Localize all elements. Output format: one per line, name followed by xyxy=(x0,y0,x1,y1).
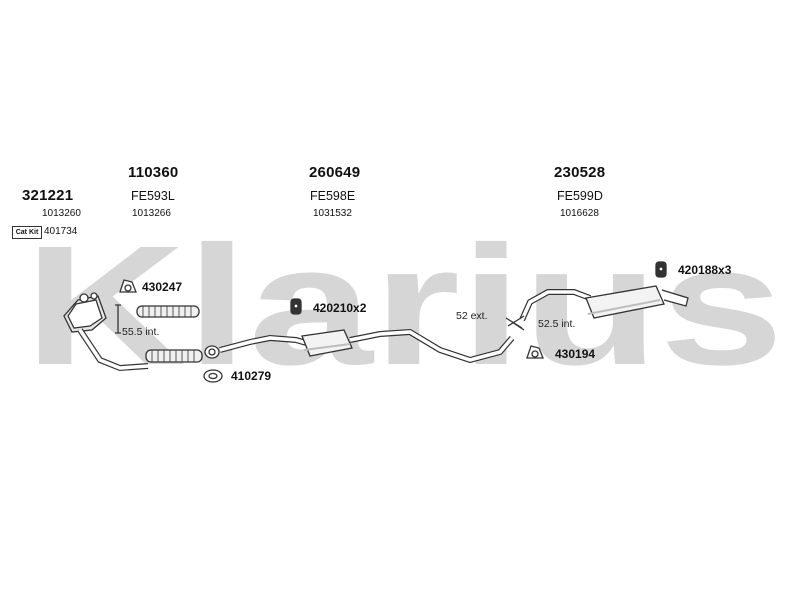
part-label-420188: 420188x3 xyxy=(678,263,732,277)
dimension-label-55-5: 55.5 int. xyxy=(122,326,160,338)
cat-kit-badge: Cat Kit xyxy=(12,226,42,239)
dimension-label-52-5: 52.5 int. xyxy=(538,318,576,330)
section-ref-1031532: 1031532 xyxy=(313,208,352,219)
dimension-label-52: 52 ext. xyxy=(456,310,488,322)
joint-sleeve-part xyxy=(204,345,220,359)
center-pipe-part xyxy=(219,328,515,364)
section-code-321221: 321221 xyxy=(22,187,74,204)
cat-kit-ref: 401734 xyxy=(44,226,78,237)
section-ref-1016628: 1016628 xyxy=(560,208,599,219)
part-label-420210: 420210x2 xyxy=(313,301,367,315)
part-label-430194: 430194 xyxy=(555,347,596,361)
section-ref-1013266: 1013266 xyxy=(132,208,171,219)
section-code-260649: 260649 xyxy=(309,164,361,181)
dimension-rod xyxy=(115,304,121,334)
klarius-watermark: Klarius xyxy=(24,211,784,401)
part-label-410279: 410279 xyxy=(231,369,272,383)
part-label-430247: 430247 xyxy=(142,280,183,294)
flex-pipe-lower-part xyxy=(145,349,203,363)
section-model-FE598E: FE598E xyxy=(310,189,356,203)
section-code-230528: 230528 xyxy=(554,164,606,181)
rubber-mount-420210-part xyxy=(290,298,302,315)
section-model-FE593L: FE593L xyxy=(131,189,175,203)
clamp-430247-part xyxy=(119,279,137,293)
section-model-FE599D: FE599D xyxy=(557,189,603,203)
section-code-110360: 110360 xyxy=(128,164,179,181)
section-ref-1013260: 1013260 xyxy=(42,208,81,219)
rubber-mount-420188-part xyxy=(655,261,667,278)
clamp-430194-part xyxy=(526,345,544,359)
catalytic-converter-part xyxy=(63,292,149,372)
rear-silencer-part xyxy=(519,285,689,322)
flex-pipe-upper-part xyxy=(136,305,200,318)
joint-clamp-part xyxy=(505,315,525,331)
